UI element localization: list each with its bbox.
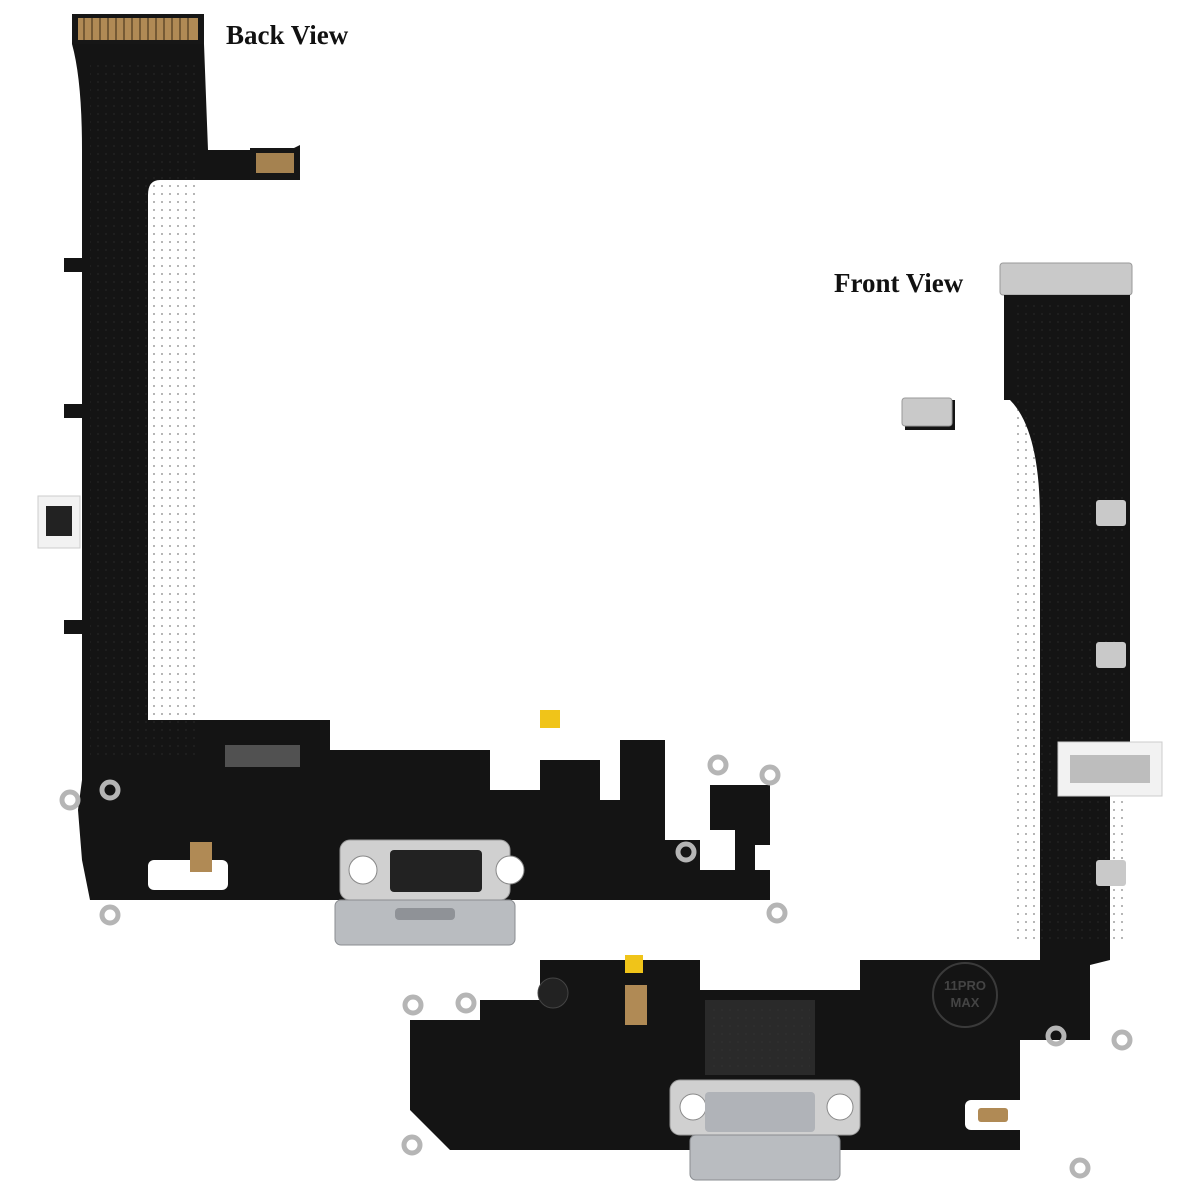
microphone-icon [537,977,569,1009]
small-stiffener-icon [901,397,953,427]
back-view-cable [37,14,788,946]
yellow-tape-icon [540,710,560,728]
charging-port-icon [334,899,516,946]
front-charging-port-icon [689,1134,841,1181]
stamp-text-line2: MAX [951,995,980,1010]
front-yellow-tape-icon [625,955,643,973]
gold-contact-icon [190,842,212,872]
side-connector-icon [256,153,294,173]
model-stamp-icon [932,962,998,1028]
front-view-cable: 11PRO MAX [401,262,1163,1181]
front-view-label: Front View [834,268,964,298]
stamp-text-line1: 11PRO [944,978,986,993]
back-view-label: Back View [226,20,349,50]
metal-stiffener-icon [999,262,1133,296]
gold-module-icon [625,985,647,1025]
